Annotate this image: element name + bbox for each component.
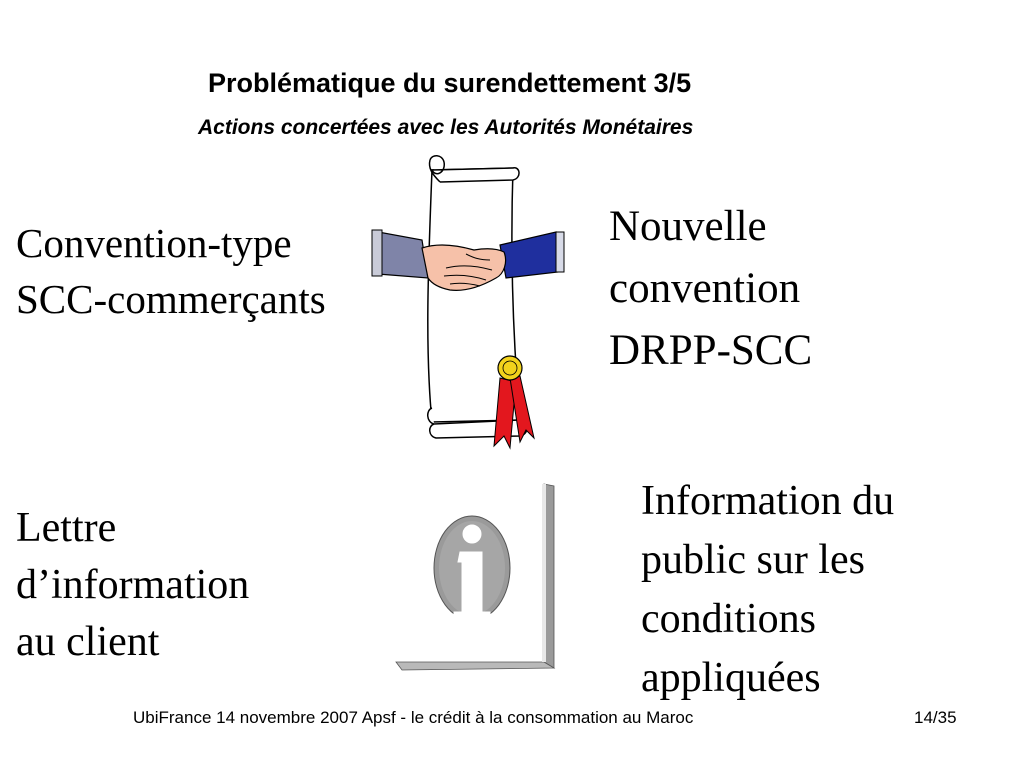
text-line: convention: [609, 265, 801, 312]
info-letter-i: [433, 515, 511, 623]
handshake: [421, 244, 507, 291]
text-block-nouvelle-convention: Nouvelle convention DRPP-SCC: [609, 196, 812, 382]
text-block-information-public: Information du public sur les conditions…: [641, 472, 894, 708]
footer-caption: UbiFrance 14 novembre 2007 Apsf - le cré…: [133, 708, 694, 727]
text-line: appliquées: [641, 655, 821, 701]
text-line: DRPP-SCC: [609, 327, 813, 374]
text-line: d’information: [16, 562, 250, 608]
text-line: conditions: [641, 596, 816, 642]
text-line: Convention-type: [16, 220, 292, 266]
seal-icon: [497, 355, 523, 381]
text-line: au client: [16, 619, 160, 665]
page-number: 14/35: [914, 708, 957, 727]
text-line: public sur les: [641, 537, 865, 583]
slide-title: Problématique du surendettement 3/5: [208, 68, 692, 98]
text-line: Nouvelle: [609, 203, 767, 250]
text-block-convention-type: Convention-type SCC-commerçants: [16, 215, 326, 327]
text-block-lettre-information: Lettre d’information au client: [16, 500, 249, 671]
text-line: Lettre: [16, 505, 117, 551]
slide-subtitle: Actions concertées avec les Autorités Mo…: [198, 116, 694, 139]
text-line: Information du: [641, 478, 895, 524]
scroll-top-roll: [429, 155, 520, 183]
text-line: SCC-commerçants: [16, 276, 326, 322]
info-sign-icon: [395, 483, 556, 671]
diploma-handshake-icon: [371, 155, 565, 450]
left-sleeve: [377, 231, 429, 279]
